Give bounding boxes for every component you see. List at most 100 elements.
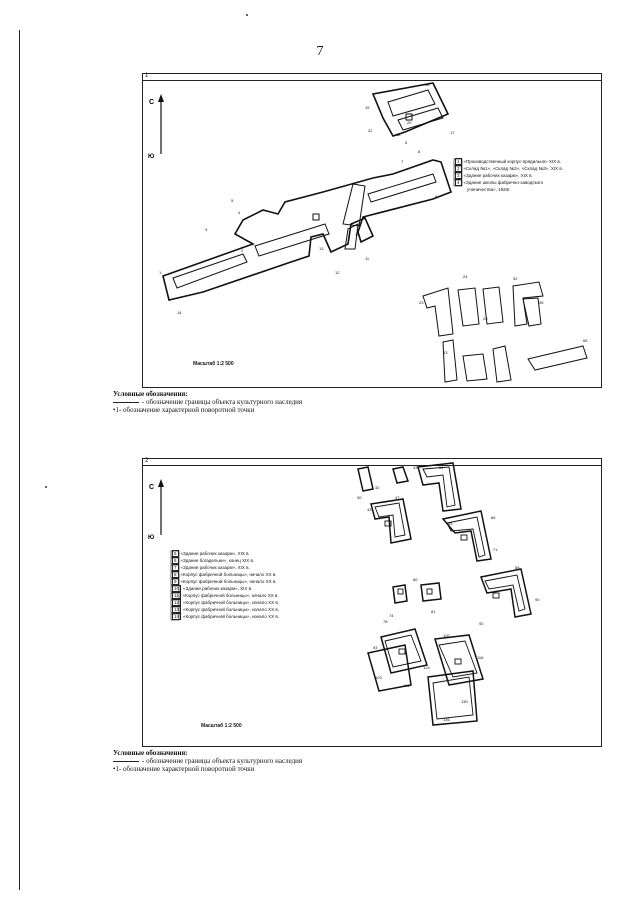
conventions-title: Условные обозначения: bbox=[113, 390, 188, 398]
svg-text:92: 92 bbox=[479, 621, 484, 626]
svg-text:25: 25 bbox=[483, 316, 488, 321]
stray-mark bbox=[45, 486, 47, 488]
svg-text:18: 18 bbox=[396, 132, 401, 137]
legend-row: 7«Здание рабочих казарм», XIX в. bbox=[172, 564, 279, 571]
svg-text:78: 78 bbox=[383, 619, 388, 624]
map2-legend: 5«Здание рабочих казарм», XIX в. 6«Здани… bbox=[172, 550, 279, 620]
map-header-bar: 2 bbox=[143, 458, 601, 466]
legend-text: «Здание рабочих казарм», XIX в. bbox=[183, 586, 253, 591]
svg-text:12: 12 bbox=[335, 270, 340, 275]
legend-row: 11«Корпус фабричной больницы», начало XX… bbox=[172, 592, 279, 599]
svg-text:81: 81 bbox=[431, 609, 436, 614]
legend-row: 4«Здание школы фабрично-заводского bbox=[455, 179, 563, 186]
conventions-title: Условные обозначения: bbox=[113, 749, 188, 757]
legend-num: 5 bbox=[172, 550, 179, 557]
svg-text:66: 66 bbox=[583, 338, 588, 343]
legend-text: «Здание рабочих казарм», XIX в. bbox=[180, 551, 250, 556]
boundary-legend: - обозначение границы объекта культурног… bbox=[113, 757, 302, 765]
legend-row: ученичества», 1920г. bbox=[455, 186, 563, 193]
legend-conventions-1: Условные обозначения: - обозначение гран… bbox=[113, 390, 302, 414]
building-footprints bbox=[374, 466, 526, 720]
svg-text:32: 32 bbox=[513, 276, 518, 281]
legend-row: 10«Здание рабочих казарм», XIX в. bbox=[172, 585, 279, 592]
legend-num: 8 bbox=[172, 571, 179, 578]
legend-row: 1«Производственный корпус-прядильня» XIX… bbox=[455, 158, 563, 165]
map-scale: Масштаб 1:2 500 bbox=[193, 361, 234, 367]
legend-num: 3 bbox=[455, 172, 462, 179]
svg-text:65: 65 bbox=[448, 521, 453, 526]
sheet-number: 1 bbox=[145, 73, 149, 79]
svg-text:80: 80 bbox=[413, 577, 418, 582]
svg-text:23: 23 bbox=[419, 300, 424, 305]
boundary-outline bbox=[162, 82, 452, 301]
svg-text:32: 32 bbox=[375, 485, 380, 490]
svg-text:6: 6 bbox=[405, 140, 408, 145]
legend-num: 9 bbox=[172, 578, 179, 585]
legend-text: «Здание рабочих казарм», XIX в. bbox=[180, 565, 250, 570]
legend-text: «Здание рабочих казарм», XIX в. bbox=[463, 173, 533, 178]
south-label: Ю bbox=[148, 535, 154, 541]
svg-text:14: 14 bbox=[177, 310, 182, 315]
page-edge-line bbox=[19, 30, 20, 890]
svg-text:43: 43 bbox=[443, 350, 448, 355]
svg-text:43: 43 bbox=[367, 507, 372, 512]
legend-row: 2«Склад №1», «Склад №2», «Склад №3», XIX… bbox=[455, 165, 563, 172]
svg-text:16: 16 bbox=[425, 82, 430, 87]
legend-text: «Корпус фабричной больницы», начало XX в… bbox=[183, 607, 280, 612]
legend-num: 2 bbox=[455, 165, 462, 172]
svg-text:9: 9 bbox=[435, 194, 438, 199]
boundary-legend-text: - обозначение границы объекта культурног… bbox=[142, 757, 303, 765]
map-sheet-2: 2 С Ю bbox=[142, 458, 602, 747]
legend-num: 7 bbox=[172, 564, 179, 571]
svg-text:13: 13 bbox=[319, 246, 324, 251]
legend-row: 6«Здание богадельни», конец XIX в. bbox=[172, 557, 279, 564]
svg-text:74: 74 bbox=[389, 613, 394, 618]
svg-text:35: 35 bbox=[539, 300, 544, 305]
svg-text:101: 101 bbox=[403, 683, 410, 688]
svg-text:71: 71 bbox=[493, 547, 498, 552]
site-plan-2: С Ю bbox=[148, 462, 540, 726]
svg-text:5: 5 bbox=[231, 198, 234, 203]
boundary-legend-text: - обозначение границы объекта культурног… bbox=[142, 398, 303, 406]
legend-text: «Корпус фабричной больницы», начало XX в… bbox=[182, 593, 279, 598]
map-sheet-1: 1 С Ю bbox=[142, 73, 602, 388]
svg-text:20: 20 bbox=[407, 120, 412, 125]
legend-row: 14«Корпус фабричной больницы», начало XX… bbox=[172, 613, 279, 620]
svg-text:30: 30 bbox=[357, 495, 362, 500]
north-label: С bbox=[149, 99, 154, 106]
svg-text:103: 103 bbox=[375, 675, 382, 680]
map-scale: Масштаб 1:2 500 bbox=[201, 723, 242, 729]
svg-text:3: 3 bbox=[205, 227, 208, 232]
boundary-outline bbox=[357, 462, 532, 726]
svg-text:8: 8 bbox=[418, 149, 421, 154]
stray-mark bbox=[246, 14, 248, 16]
svg-text:7: 7 bbox=[401, 159, 404, 164]
legend-row: 5«Здание рабочих казарм», XIX в. bbox=[172, 550, 279, 557]
legend-text: «Корпус фабричной больницы», начало XX в… bbox=[183, 600, 280, 605]
svg-text:130: 130 bbox=[461, 699, 468, 704]
legend-conventions-2: Условные обозначения: - обозначение гран… bbox=[113, 749, 302, 773]
legend-text: «Склад №1», «Склад №2», «Склад №3», XIX … bbox=[463, 166, 563, 171]
svg-text:136: 136 bbox=[443, 717, 450, 722]
legend-row: 9«Корпус фабричной больницы», начало XX … bbox=[172, 578, 279, 585]
svg-text:116: 116 bbox=[477, 655, 484, 660]
svg-text:17: 17 bbox=[450, 130, 455, 135]
boundary-line-sample bbox=[113, 401, 139, 403]
legend-row: 13«Корпус фабричной больницы», начало XX… bbox=[172, 606, 279, 613]
svg-text:11: 11 bbox=[365, 256, 370, 261]
svg-text:24: 24 bbox=[463, 274, 468, 279]
svg-text:88: 88 bbox=[515, 565, 520, 570]
sheet-number: 2 bbox=[145, 458, 149, 464]
svg-text:10: 10 bbox=[355, 232, 360, 237]
point-legend: •1- обозначение характерной поворотной т… bbox=[113, 406, 255, 414]
svg-text:2: 2 bbox=[241, 248, 244, 253]
svg-text:43: 43 bbox=[413, 465, 418, 470]
boundary-line-sample bbox=[113, 760, 139, 762]
svg-text:15: 15 bbox=[365, 105, 370, 110]
legend-text: «Производственный корпус-прядильня» XIX … bbox=[463, 159, 561, 164]
svg-text:1: 1 bbox=[159, 270, 162, 275]
svg-text:22: 22 bbox=[368, 128, 373, 133]
svg-text:54: 54 bbox=[439, 465, 444, 470]
